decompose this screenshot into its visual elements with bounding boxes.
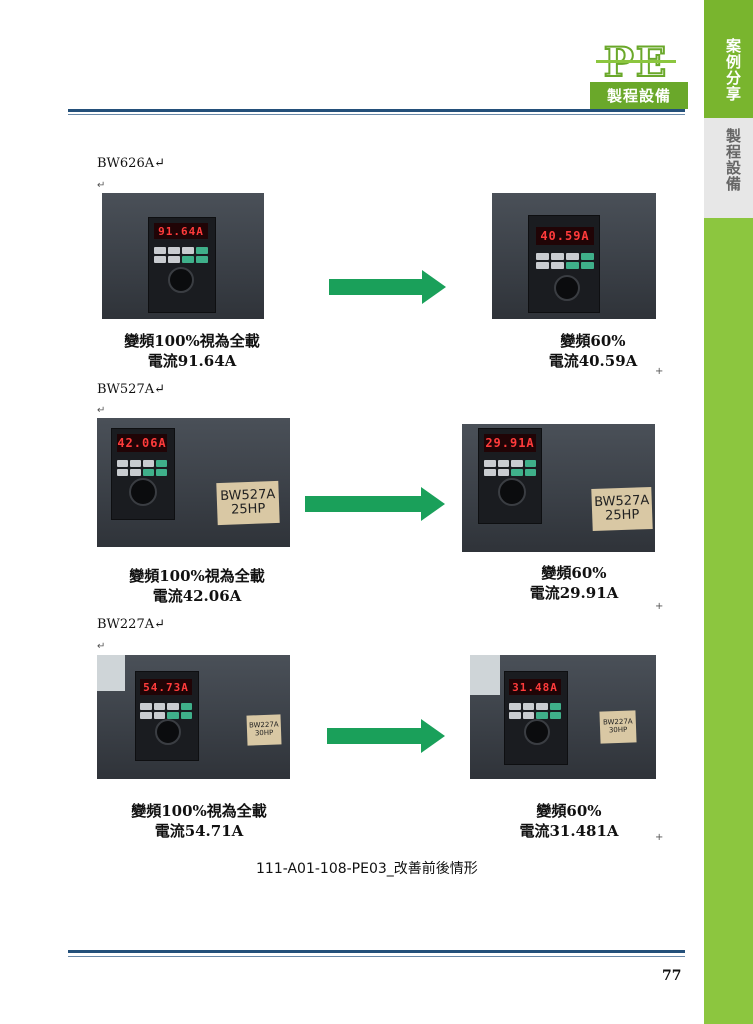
page-number: 77 [662, 968, 682, 984]
caption-line-1: 變頻100%視為全載 [131, 802, 267, 820]
caption-line-2: 電流42.06A [152, 587, 242, 605]
inverter-knob [168, 267, 194, 293]
improvement-arrow [305, 487, 445, 521]
window-background [470, 655, 500, 695]
photo-section-3-after: 31.48A BW227A 30HP [470, 655, 656, 779]
pe-logo: PE [592, 42, 680, 84]
caption-line-2: 電流29.91A [529, 584, 619, 602]
inverter-display: 54.73A [140, 679, 192, 695]
photo-section-2-after: 29.91A BW527A 25HP [462, 424, 655, 552]
return-mark: ↵ [97, 405, 106, 416]
equipment-tag: BW227A 30HP [246, 714, 282, 746]
small-mark: + [655, 601, 664, 612]
side-tab-active [704, 0, 753, 118]
caption-line-1: 變頻60% [560, 332, 626, 350]
side-label-process-equipment: 製程設備 [724, 128, 742, 192]
photo-section-2-before: 42.06A BW527A 25HP [97, 418, 290, 547]
section-1-model: BW626A↵ [97, 156, 166, 171]
small-mark: + [655, 366, 664, 377]
caption-line-1: 變頻100%視為全載 [124, 332, 260, 350]
footer-rule-thin [68, 956, 685, 957]
section-3-before-caption: 變頻100%視為全載 電流54.71A [117, 801, 281, 841]
return-mark: ↵ [97, 180, 106, 191]
window-background [97, 655, 125, 691]
header-rule-thin [68, 114, 685, 115]
side-label-case-sharing: 案例分享 [724, 38, 742, 102]
inverter-display: 31.48A [509, 679, 561, 695]
inverter-display: 40.59A [536, 227, 594, 245]
side-tab-section [704, 118, 753, 218]
inverter-knob [524, 719, 550, 745]
section-2-after-caption: 變頻60% 電流29.91A [514, 563, 634, 603]
inverter-knob [155, 719, 181, 745]
photo-section-1-before: 91.64A [102, 193, 264, 319]
inverter-keys [154, 247, 208, 263]
figure-caption: 111-A01-108-PE03_改善前後情形 [256, 861, 478, 877]
caption-line-2: 電流31.481A [519, 822, 619, 840]
inverter-keys [509, 703, 561, 719]
section-badge: 製程設備 [590, 82, 688, 109]
improvement-arrow [327, 719, 445, 753]
inverter-display: 29.91A [484, 434, 536, 452]
improvement-arrow [329, 270, 446, 304]
inverter-keys [140, 703, 192, 719]
caption-line-2: 電流54.71A [154, 822, 244, 840]
tag-power: 25HP [604, 507, 640, 524]
inverter-knob [498, 478, 526, 506]
photo-section-1-after: 40.59A [492, 193, 656, 319]
caption-line-1: 變頻60% [536, 802, 602, 820]
section-1-before-caption: 變頻100%視為全載 電流91.64A [112, 331, 272, 371]
tag-power: 30HP [608, 725, 628, 735]
caption-line-2: 電流40.59A [548, 352, 638, 370]
footer-rule [68, 950, 685, 953]
small-mark: + [655, 832, 664, 843]
equipment-tag: BW527A 25HP [591, 486, 653, 532]
equipment-tag: BW527A 25HP [216, 480, 280, 526]
inverter-knob [554, 275, 580, 301]
photo-section-3-before: 54.73A BW227A 30HP [97, 655, 290, 779]
inverter-keys [484, 460, 536, 476]
section-2-model: BW527A↵ [97, 382, 166, 397]
equipment-tag: BW227A 30HP [599, 710, 637, 744]
header-rule [68, 109, 685, 112]
inverter-keys [117, 460, 167, 476]
section-2-before-caption: 變頻100%視為全載 電流42.06A [117, 566, 277, 606]
tag-power: 25HP [230, 501, 266, 518]
caption-line-1: 變頻100%視為全載 [129, 567, 265, 585]
inverter-knob [129, 478, 157, 506]
section-1-after-caption: 變頻60% 電流40.59A [533, 331, 653, 371]
tag-power: 30HP [254, 728, 274, 738]
caption-line-2: 電流91.64A [147, 352, 237, 370]
inverter-display: 91.64A [154, 223, 208, 239]
return-mark: ↵ [97, 641, 106, 652]
inverter-keys [536, 253, 594, 269]
inverter-display: 42.06A [117, 434, 167, 452]
caption-line-1: 變頻60% [541, 564, 607, 582]
section-3-after-caption: 變頻60% 電流31.481A [514, 801, 624, 841]
section-3-model: BW227A↵ [97, 617, 166, 632]
